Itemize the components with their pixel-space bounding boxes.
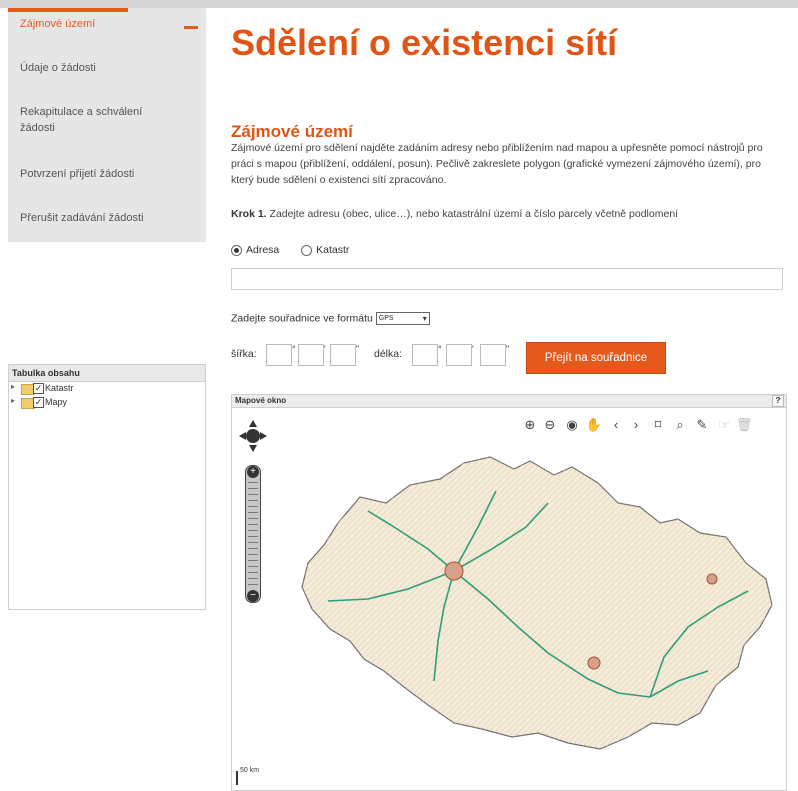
collapse-icon[interactable] <box>184 26 198 29</box>
lat-seconds-input[interactable] <box>330 344 356 366</box>
lat-minutes-input[interactable] <box>298 344 324 366</box>
help-icon[interactable]: ? <box>772 395 784 407</box>
step-text: Zadejte adresu (obec, ulice…), nebo kata… <box>269 208 679 220</box>
toc-panel: Tabulka obsahu ▸ ✓ Katastr ▸ ✓ Mapy <box>8 364 206 610</box>
coord-format-select[interactable]: GPS <box>375 312 430 325</box>
map-window-header: Mapové okno ? <box>232 395 786 408</box>
brno-marker <box>587 656 601 670</box>
lon-seconds-input[interactable] <box>480 344 506 366</box>
step-label: Krok 1. <box>231 208 267 220</box>
map-scale: 50 km <box>235 767 260 785</box>
zoom-in-icon[interactable]: ⊕ <box>524 417 536 432</box>
minute-mark: ' <box>324 344 326 354</box>
czech-republic-map[interactable] <box>268 431 780 761</box>
active-indicator <box>8 8 128 12</box>
zoom-plus-icon[interactable]: + <box>247 466 259 478</box>
lat-degrees-input[interactable] <box>266 344 292 366</box>
address-input[interactable] <box>231 268 783 290</box>
zoom-slider[interactable]: + − <box>245 465 261 603</box>
coord-format-label: Zadejte souřadnice ve formátu <box>231 312 373 325</box>
sidebar-nav: Zájmové území Údaje o žádosti Rekapitula… <box>8 8 206 242</box>
pan-control-icon[interactable] <box>238 419 268 453</box>
pan-hand-icon[interactable]: ✋ <box>585 417 603 432</box>
radio-katastr-label: Katastr <box>316 244 350 256</box>
coord-format-row: Zadejte souřadnice ve formátu GPS <box>231 312 430 325</box>
map-window-title: Mapové okno <box>235 396 287 405</box>
prague-marker <box>444 561 464 581</box>
identify-icon[interactable]: ⌕ <box>676 417 684 432</box>
coord-format-value: GPS <box>378 315 394 322</box>
zoom-ticks <box>248 482 258 586</box>
expand-caret-icon[interactable]: ▸ <box>11 382 16 391</box>
toc-item-label: Katastr <box>45 383 74 393</box>
lon-minutes-input[interactable] <box>446 344 472 366</box>
page-title: Sdělení o existenci sítí <box>231 22 618 63</box>
measure-icon[interactable]: ✎ <box>696 417 708 432</box>
layer-checkbox[interactable]: ✓ <box>33 397 44 408</box>
delete-icon[interactable]: 🗑 <box>735 417 753 432</box>
go-to-coordinates-button[interactable]: Přejít na souřadnice <box>526 342 666 374</box>
toc-item-label: Mapy <box>45 397 68 407</box>
road-network-texture <box>302 457 772 749</box>
previous-extent-icon[interactable]: ‹ <box>613 417 619 432</box>
select-icon[interactable]: ☞ <box>718 417 730 432</box>
longitude-label: délka: <box>374 348 403 360</box>
highways <box>327 490 749 698</box>
lon-degrees-input[interactable] <box>412 344 438 366</box>
toc-item-katastr[interactable]: ▸ ✓ Katastr <box>9 382 205 396</box>
toc-title: Tabulka obsahu <box>9 365 205 382</box>
sidebar-item-udaje-o-zadosti[interactable]: Údaje o žádosti <box>20 62 96 74</box>
sidebar-item-prerusit[interactable]: Přerušit zadávání žádosti <box>20 212 144 224</box>
search-mode-radios: Adresa Katastr <box>231 244 349 256</box>
top-divider <box>0 0 798 8</box>
sidebar-item-zajmove-uzemi[interactable]: Zájmové území <box>20 18 96 30</box>
expand-caret-icon[interactable]: ▸ <box>11 396 16 405</box>
step-instruction: Krok 1. Zadejte adresu (obec, ulice…), n… <box>231 208 781 220</box>
full-extent-icon[interactable]: ◉ <box>566 417 578 432</box>
section-description: Zájmové území pro sdělení najděte zadání… <box>231 142 763 186</box>
sidebar-item-rekapitulace[interactable]: Rekapitulace a schválení žádosti <box>20 106 143 134</box>
section-title: Zájmové území <box>231 122 353 141</box>
ostrava-marker <box>706 573 718 585</box>
radio-adresa-label: Adresa <box>246 244 280 256</box>
toc-item-mapy[interactable]: ▸ ✓ Mapy <box>9 396 205 410</box>
second-mark: " <box>506 344 510 354</box>
zoom-minus-icon[interactable]: − <box>247 590 259 602</box>
layer-checkbox[interactable]: ✓ <box>33 383 44 394</box>
map-window: Mapové okno ? ⊕ ⊖ ◉ ✋ ‹ › ⌑ ⌕ ✎ ☞ 🗑 + − <box>231 394 787 791</box>
next-extent-icon[interactable]: › <box>633 417 639 432</box>
latitude-label: šířka: <box>231 348 257 360</box>
sidebar-item-potvrzeni[interactable]: Potvrzení přijetí žádosti <box>20 168 135 180</box>
radio-adresa[interactable] <box>231 244 242 256</box>
second-mark: " <box>356 344 360 354</box>
degree-mark: ° <box>292 344 296 354</box>
minute-mark: ' <box>472 344 474 354</box>
degree-mark: ° <box>438 344 442 354</box>
draw-polygon-icon[interactable]: ⌑ <box>654 417 662 432</box>
radio-katastr[interactable] <box>301 244 313 256</box>
zoom-out-icon[interactable]: ⊖ <box>544 417 556 432</box>
